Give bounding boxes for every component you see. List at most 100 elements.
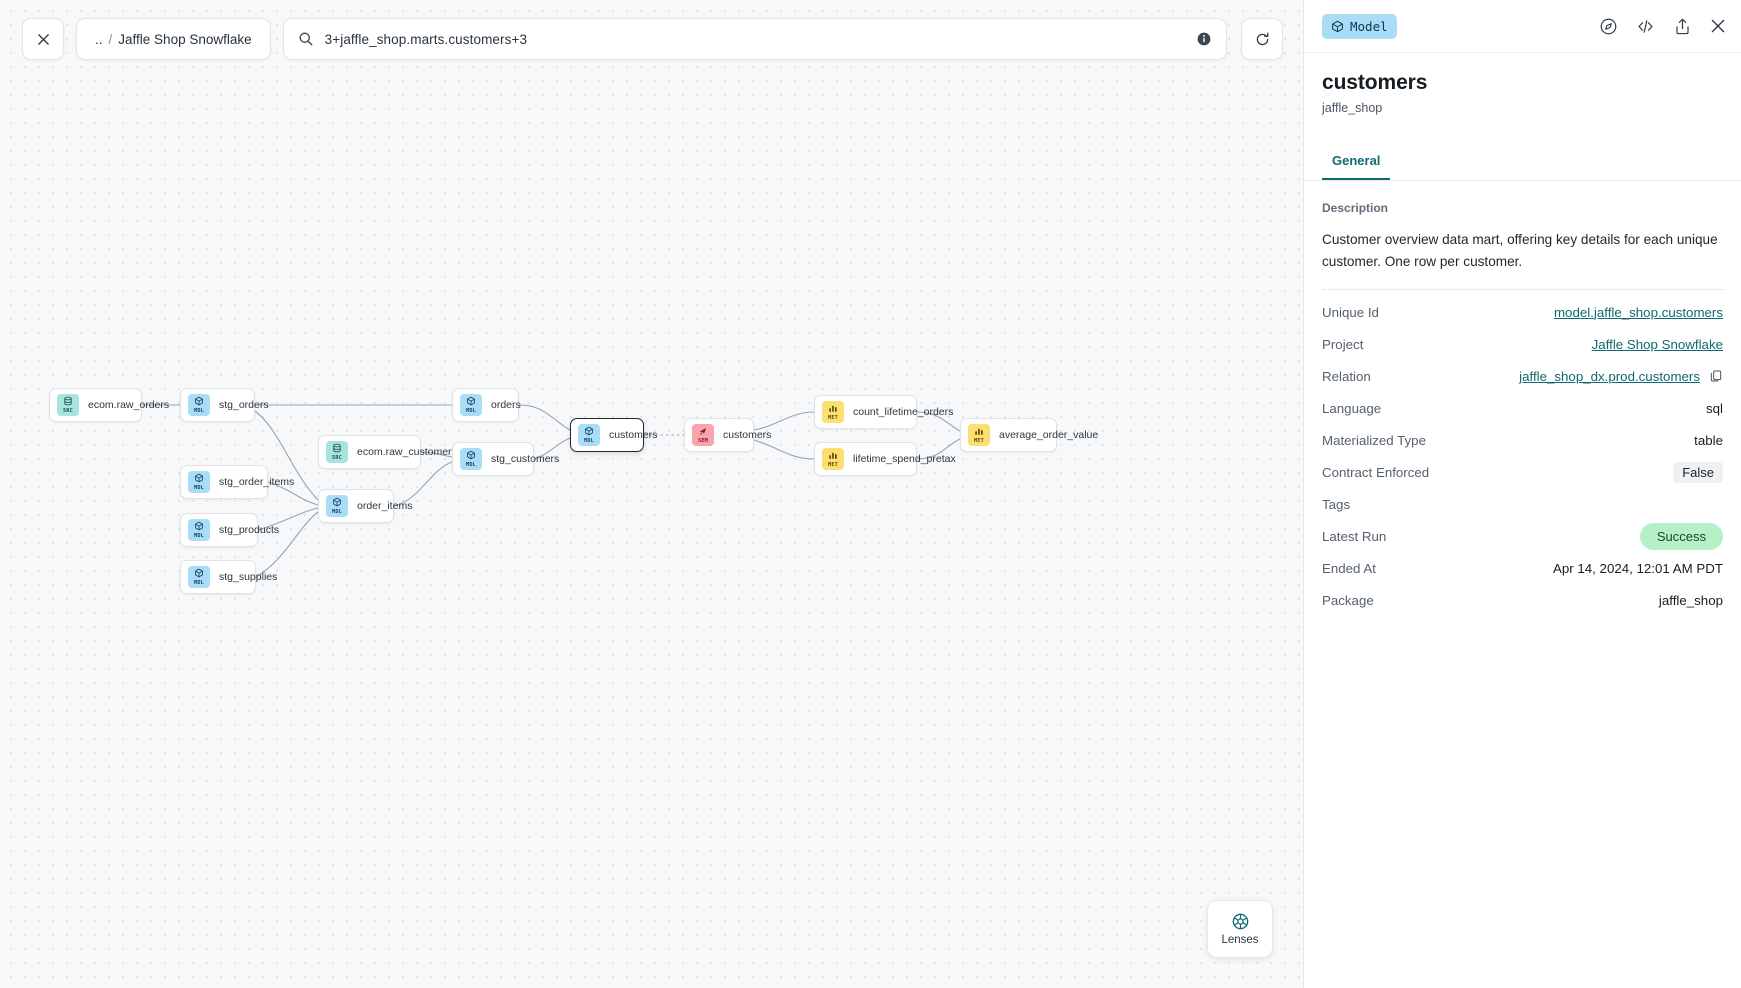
description-text: Customer overview data mart, offering ke… xyxy=(1322,232,1718,270)
share-icon[interactable] xyxy=(1673,17,1692,36)
breadcrumb-project: Jaffle Shop Snowflake xyxy=(118,31,252,47)
explore-icon[interactable] xyxy=(1599,17,1618,36)
resource-type-chip[interactable]: Model xyxy=(1322,13,1397,39)
lenses-button[interactable]: Lenses xyxy=(1207,900,1273,958)
breadcrumb[interactable]: .. / Jaffle Shop Snowflake xyxy=(76,18,271,60)
node-type-label: MDL xyxy=(466,407,476,414)
panel-header: customers jaffle_shop xyxy=(1304,53,1741,115)
lineage-canvas[interactable]: .. / Jaffle Shop Snowflake 3+jaffle_shop… xyxy=(0,0,1303,988)
cube-icon: MDL xyxy=(326,495,348,517)
cube-icon: MDL xyxy=(188,471,210,493)
node-type-label: MDL xyxy=(194,532,204,539)
dag-node-order_items[interactable]: MDL order_items xyxy=(318,489,412,523)
detail-key: Tags xyxy=(1322,496,1351,512)
value-chip: False xyxy=(1673,461,1723,483)
dag-node-count_lifetime_orders[interactable]: MET count_lifetime_orders xyxy=(814,395,953,429)
dag-node-stg_customers[interactable]: MDL stg_customers xyxy=(452,442,559,476)
dag-node-label: stg_orders xyxy=(219,399,269,411)
detail-value: Apr 14, 2024, 12:01 AM PDT xyxy=(1552,560,1723,576)
dag-node-label: count_lifetime_orders xyxy=(853,406,954,418)
dag-node-stg_products[interactable]: MDL stg_products xyxy=(180,513,279,547)
node-type-label: MDL xyxy=(194,579,204,586)
dag-node-label: stg_products xyxy=(219,524,280,536)
detail-key: Relation xyxy=(1322,368,1371,384)
search-bar[interactable]: 3+jaffle_shop.marts.customers+3 xyxy=(282,18,1227,60)
cube-icon: MDL xyxy=(188,519,210,541)
detail-value: False xyxy=(1673,461,1723,483)
panel-body: Description Customer overview data mart,… xyxy=(1304,181,1741,988)
node-type-label: MDL xyxy=(194,407,204,414)
metric-icon: MET xyxy=(822,401,844,423)
detail-value[interactable]: model.jaffle_shop.customers xyxy=(1553,304,1723,320)
detail-value: jaffle_shop xyxy=(1658,592,1723,608)
close-panel-icon[interactable] xyxy=(1709,17,1727,35)
cube-icon: MDL xyxy=(578,424,600,446)
cube-icon: MDL xyxy=(188,394,210,416)
detail-row: Relation jaffle_shop_dx.prod.customers xyxy=(1322,360,1723,392)
node-type-label: MDL xyxy=(194,484,204,491)
detail-value[interactable]: jaffle_shop_dx.prod.customers xyxy=(1519,369,1723,384)
cube-icon xyxy=(1332,20,1343,32)
dag-node-ecom_raw_customers[interactable]: SRC ecom.raw_customers xyxy=(318,435,457,469)
detail-key: Project xyxy=(1322,336,1364,352)
database-icon: SRC xyxy=(326,441,348,463)
node-type-label: MET xyxy=(828,461,838,468)
node-type-label: SRC xyxy=(63,407,73,414)
panel-actions xyxy=(1599,16,1727,37)
divider xyxy=(1322,289,1723,291)
refresh-icon xyxy=(1256,32,1268,45)
node-type-label: MDL xyxy=(584,437,594,444)
description-label: Description xyxy=(1322,201,1389,215)
cube-icon: MDL xyxy=(188,566,210,588)
tab-general[interactable]: General xyxy=(1322,145,1391,180)
node-type-label: MDL xyxy=(466,461,476,468)
dag-node-label: stg_customers xyxy=(491,453,560,465)
node-type-label: MET xyxy=(974,437,984,444)
detail-key: Materialized Type xyxy=(1322,432,1426,448)
dag-node-label: order_items xyxy=(357,500,413,512)
breadcrumb-separator: / xyxy=(108,31,113,47)
detail-value-link[interactable]: jaffle_shop_dx.prod.customers xyxy=(1519,368,1700,384)
cube-icon: MDL xyxy=(460,448,482,470)
page-title: customers xyxy=(1322,71,1428,94)
metric-icon: MET xyxy=(968,424,990,446)
panel-tabs: General xyxy=(1304,145,1741,181)
dag-node-ecom_raw_orders[interactable]: SRC ecom.raw_orders xyxy=(49,388,169,422)
info-icon[interactable] xyxy=(1196,31,1212,47)
copy-icon[interactable] xyxy=(1709,369,1723,383)
search-input[interactable]: 3+jaffle_shop.marts.customers+3 xyxy=(324,31,528,47)
dag-node-label: lifetime_spend_pretax xyxy=(853,453,956,465)
detail-key: Language xyxy=(1322,400,1382,416)
lens-icon xyxy=(1232,913,1248,930)
semantic-icon: SEM xyxy=(692,424,714,446)
detail-value[interactable]: Jaffle Shop Snowflake xyxy=(1591,336,1723,352)
close-lineage-button[interactable] xyxy=(22,18,64,60)
panel-toolbar: Model xyxy=(1304,0,1741,53)
breadcrumb-prefix: .. xyxy=(95,31,103,47)
detail-row: Project Jaffle Shop Snowflake xyxy=(1322,328,1723,360)
code-icon[interactable] xyxy=(1635,16,1656,37)
dag-node-label: ecom.raw_orders xyxy=(88,399,170,411)
dag-node-stg_orders[interactable]: MDL stg_orders xyxy=(180,388,269,422)
refresh-button[interactable] xyxy=(1241,18,1283,60)
detail-row: Tags xyxy=(1322,488,1723,520)
dag-node-label: ecom.raw_customers xyxy=(357,446,457,458)
dag-node-lifetime_spend_pretax[interactable]: MET lifetime_spend_pretax xyxy=(814,442,956,476)
detail-key: Contract Enforced xyxy=(1322,464,1430,480)
node-type-label: SRC xyxy=(332,454,342,461)
